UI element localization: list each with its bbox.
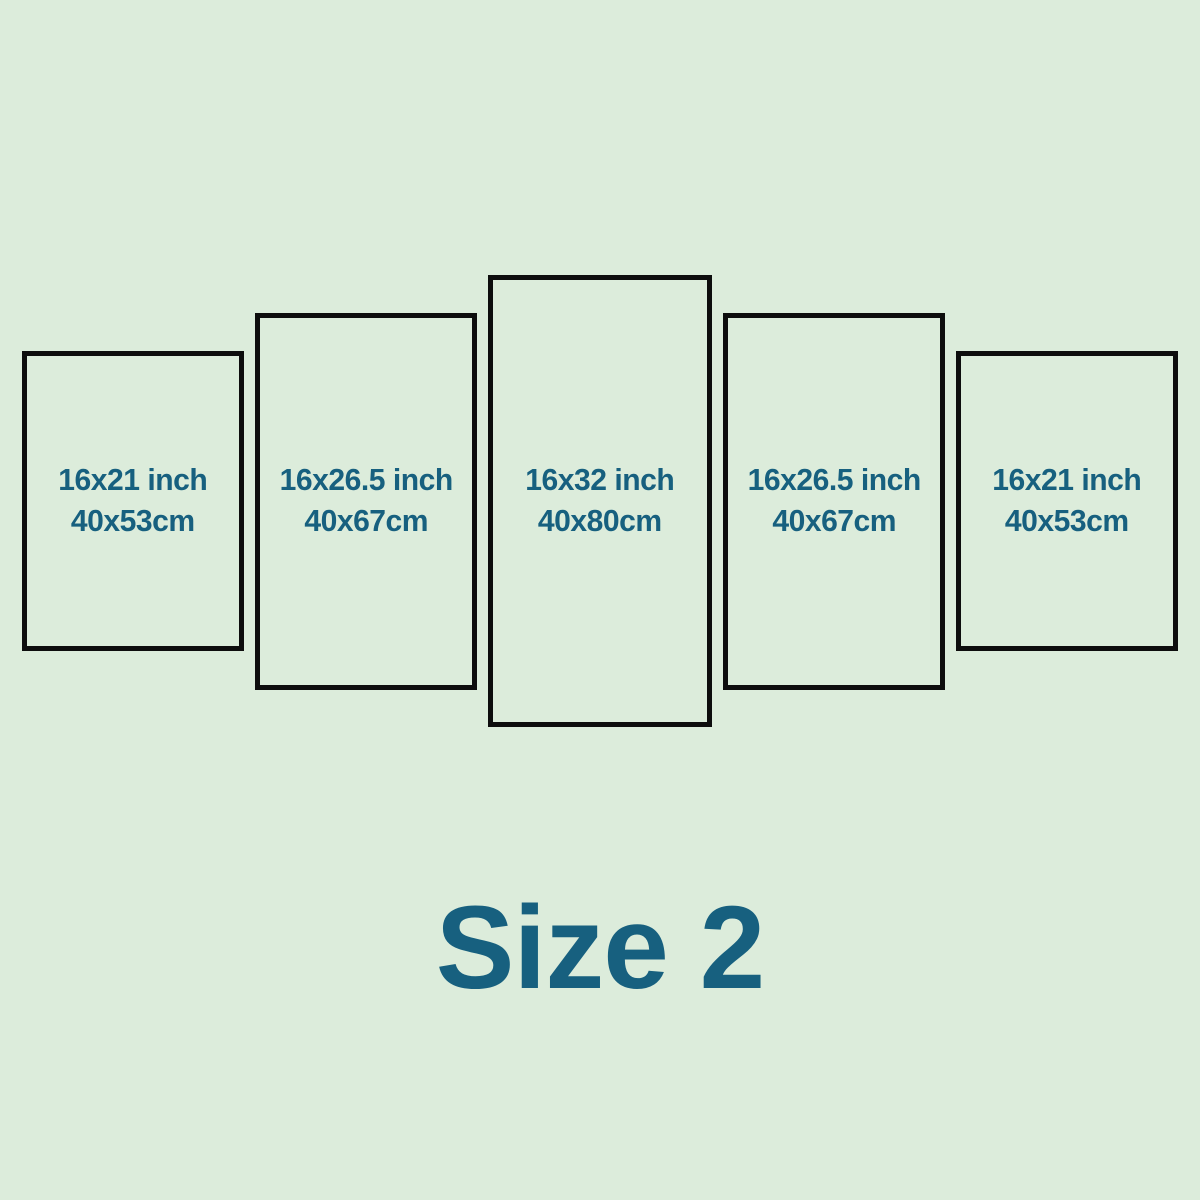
panel-4-cm-size: 40x67cm [772, 503, 896, 538]
panel-5-cm-size: 40x53cm [1005, 503, 1129, 538]
panel-1-cm-size: 40x53cm [71, 503, 195, 538]
size-title: Size 2 [435, 882, 766, 1014]
panel-5-label: 16x21 inch 40x53cm [993, 460, 1142, 542]
panel-3-cm-size: 40x80cm [538, 503, 662, 538]
panel-3: 16x32 inch 40x80cm [488, 275, 712, 727]
panel-3-inch-size: 16x32 inch [525, 462, 675, 498]
panel-5: 16x21 inch 40x53cm [956, 351, 1178, 651]
panel-row: 16x21 inch 40x53cm 16x26.5 inch 40x67cm … [22, 275, 1178, 727]
panel-4-label: 16x26.5 inch 40x67cm [747, 460, 921, 542]
panel-2-label: 16x26.5 inch 40x67cm [279, 460, 453, 542]
panel-1: 16x21 inch 40x53cm [22, 351, 244, 651]
panel-1-inch-size: 16x21 inch [58, 462, 208, 498]
panel-1-label: 16x21 inch 40x53cm [59, 460, 208, 542]
panel-5-inch-size: 16x21 inch [992, 462, 1142, 498]
panel-2: 16x26.5 inch 40x67cm [255, 312, 477, 690]
panel-4: 16x26.5 inch 40x67cm [723, 312, 945, 690]
panel-3-label: 16x32 inch 40x80cm [526, 460, 675, 542]
panel-2-inch-size: 16x26.5 inch [279, 462, 453, 498]
panel-2-cm-size: 40x67cm [304, 503, 428, 538]
panel-4-inch-size: 16x26.5 inch [747, 462, 921, 498]
